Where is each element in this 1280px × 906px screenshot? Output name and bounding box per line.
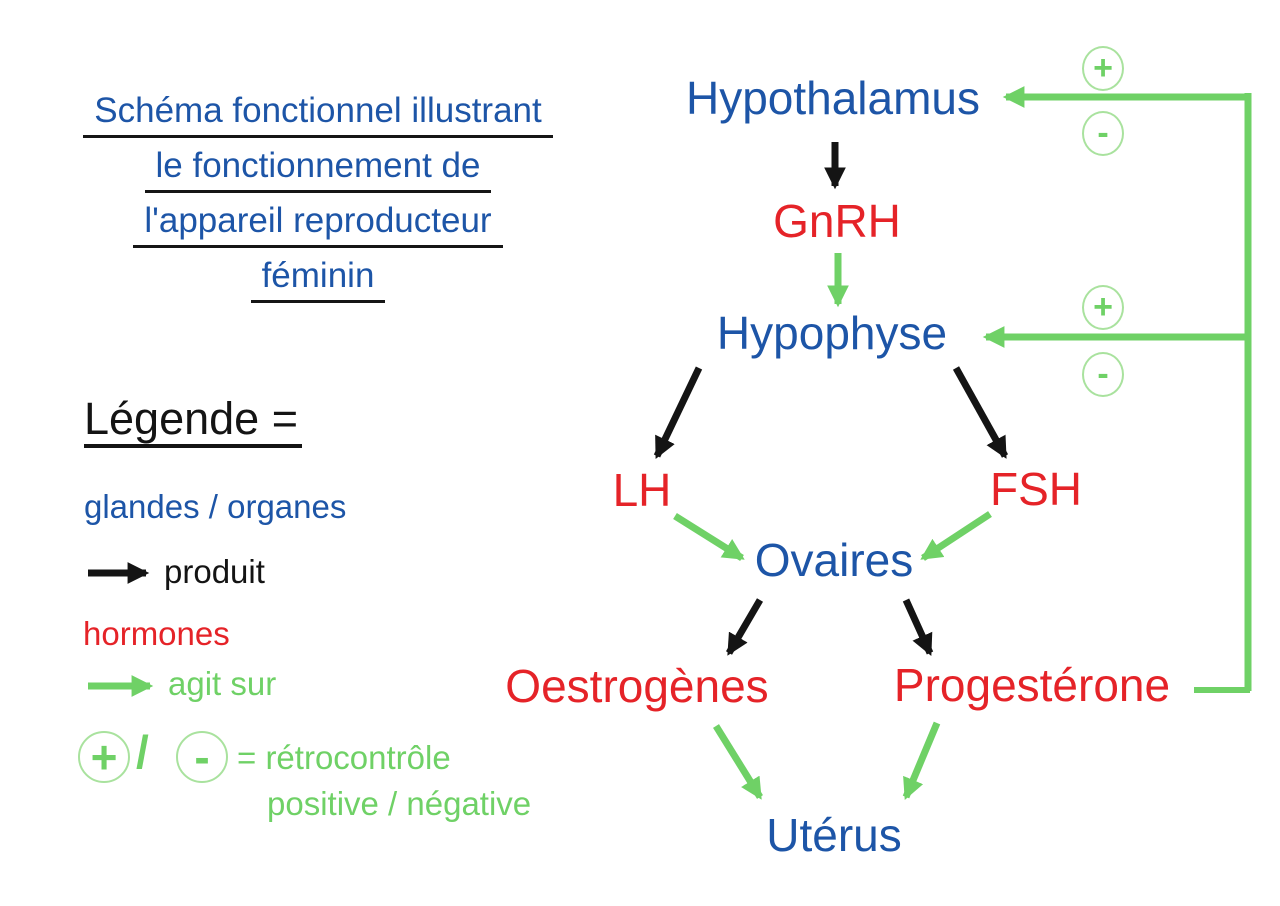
node-ovaires: Ovaires — [754, 534, 914, 586]
feedback-minus-circle-hypothalamus: - — [1082, 111, 1124, 156]
arrow-ovaires-progesterone — [902, 598, 934, 656]
node-lh: LH — [612, 464, 672, 516]
legend-plus-circle: + — [78, 731, 130, 783]
node-hypophyse: Hypophyse — [716, 307, 948, 359]
title-text-1: Schéma fonctionnel illustrant — [83, 90, 553, 138]
feedback-plus-sign-hypothalamus: + — [1093, 49, 1113, 87]
feedback-plus-circle-hypothalamus: + — [1082, 46, 1124, 91]
legend-slash: / — [136, 726, 149, 778]
feedback-minus-circle-hypophyse: - — [1082, 352, 1124, 397]
legend-agit-sur-label: agit sur — [168, 665, 277, 702]
arrow-hypophyse-fsh — [952, 366, 1009, 459]
node-fsh: FSH — [990, 463, 1082, 515]
legend-retrocontrole-line1: = rétrocontrôle — [237, 739, 451, 776]
legend-glandes-organes: glandes / organes — [84, 488, 347, 525]
arrow-ovaires-oestrogenes — [725, 598, 764, 656]
node-progesterone: Progestérone — [893, 659, 1171, 711]
page-title: Schéma fonctionnel illustrant le fonctio… — [38, 90, 598, 310]
title-line-1: Schéma fonctionnel illustrant — [38, 90, 598, 138]
legend-retrocontrole-line2: positive / négative — [267, 785, 532, 822]
feedback-plus-sign-hypophyse: + — [1093, 288, 1113, 326]
legend-hormones: hormones — [83, 615, 230, 652]
legend-plus-sign: + — [90, 731, 118, 783]
title-text-4: féminin — [250, 255, 386, 303]
feedback-minus-sign-hypothalamus: - — [1097, 114, 1109, 152]
title-line-2: le fonctionnement de — [38, 145, 598, 193]
node-gnrh: GnRH — [773, 195, 901, 247]
node-hypothalamus: Hypothalamus — [685, 72, 981, 124]
arrow-hypophyse-lh — [653, 366, 703, 459]
legend-produit-label: produit — [164, 553, 265, 590]
title-text-2: le fonctionnement de — [144, 145, 492, 193]
node-oestrogenes: Oestrogènes — [505, 660, 769, 712]
feedback-minus-sign-hypophyse: - — [1097, 355, 1109, 393]
arrow-lh-ovaires — [673, 513, 745, 561]
title-line-4: féminin — [38, 255, 598, 303]
feedback-plus-circle-hypophyse: + — [1082, 285, 1124, 330]
node-uterus: Utérus — [766, 809, 902, 861]
legend-minus-circle: - — [176, 731, 228, 783]
title-line-3: l'appareil reproducteur — [38, 200, 598, 248]
legend-heading: Légende = — [84, 396, 302, 448]
title-text-3: l'appareil reproducteur — [133, 200, 503, 248]
legend-minus-sign: - — [194, 731, 210, 783]
arrow-progesterone-uterus — [902, 721, 941, 801]
arrow-fsh-ovaires — [920, 511, 992, 561]
arrow-oestrogenes-uterus — [713, 724, 763, 800]
